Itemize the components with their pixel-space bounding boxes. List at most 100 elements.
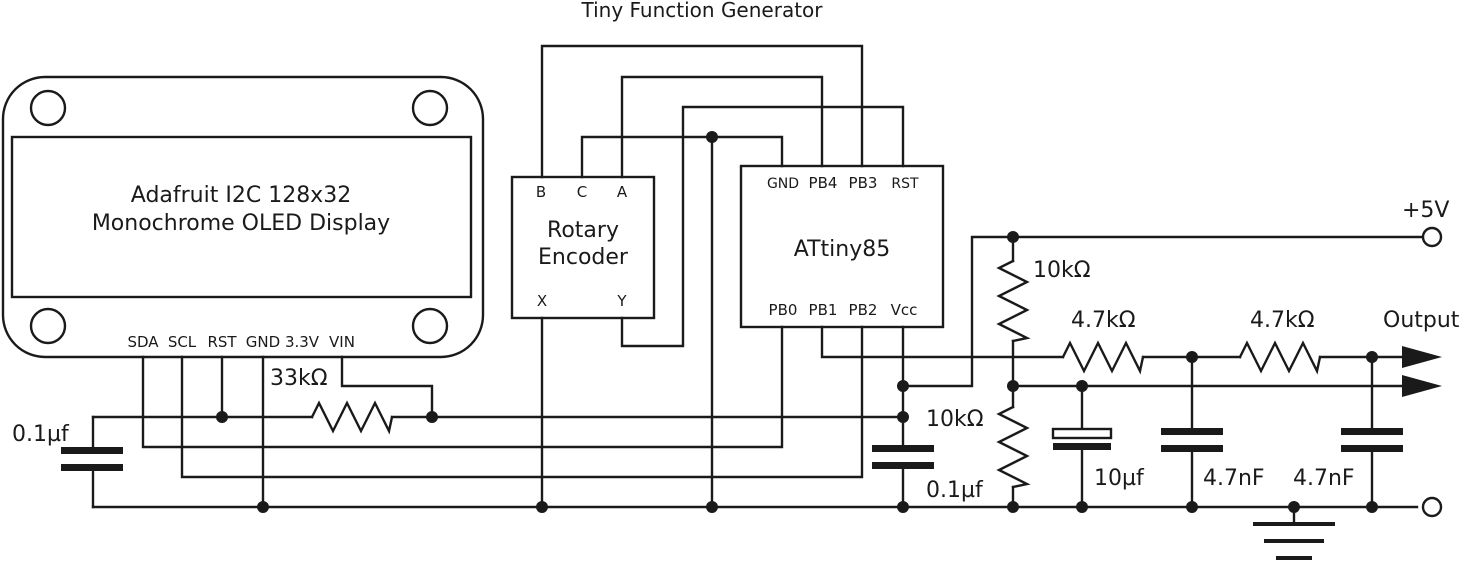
encoder-label-line2: Encoder <box>538 245 629 270</box>
junction-dot <box>1186 351 1198 363</box>
junction-dot <box>1076 380 1088 392</box>
label-c-left: 0.1µf <box>12 422 70 447</box>
capacitor-left <box>61 447 123 471</box>
attiny85-chip: GND PB4 PB3 RST ATtiny85 PB0 PB1 PB2 Vcc <box>739 164 945 329</box>
encoder-pin-b: B <box>536 183 546 201</box>
attiny85-body <box>739 164 945 329</box>
label-r-4k7-2: 4.7kΩ <box>1250 308 1315 333</box>
cap-c1-plate-1 <box>1161 428 1223 435</box>
mcu-pin-rst: RST <box>891 176 919 192</box>
label-c-mcu: 0.1µf <box>926 478 984 503</box>
cap-left-plate-1 <box>61 447 123 454</box>
oled-pin-sda: SDA <box>127 333 159 351</box>
junctions <box>216 131 1378 513</box>
wire-oled-vin <box>340 355 434 419</box>
cap-c2-plate-1 <box>1341 428 1403 435</box>
junction-dot <box>897 380 909 392</box>
oled-module: Adafruit I2C 128x32 Monochrome OLED Disp… <box>1 75 485 359</box>
junction-dot <box>706 131 718 143</box>
oled-label-line2: Monochrome OLED Display <box>92 211 390 236</box>
mcu-pin-pb4: PB4 <box>809 174 838 192</box>
label-r-33k: 33kΩ <box>270 366 328 391</box>
cap-elec-plate-pos <box>1051 427 1113 440</box>
encoder-pin-c: C <box>577 183 587 201</box>
oled-pin-rst: RST <box>207 333 237 351</box>
capacitor-4n7-2 <box>1341 428 1403 452</box>
oled-screen <box>10 135 473 299</box>
wire-encC-gnd <box>580 135 784 179</box>
ground-bar-2 <box>1264 539 1324 543</box>
encoder-label-line1: Rotary <box>547 218 619 243</box>
cap-mcu-plate-1 <box>872 445 934 452</box>
label-r-10k-bottom: 10kΩ <box>926 407 984 432</box>
ground-symbol <box>1253 522 1335 560</box>
output-arrow-bias <box>1402 375 1442 397</box>
junction-dot <box>706 501 718 513</box>
resistor-4k7-2 <box>1238 340 1322 375</box>
cap-mcu-plate-2 <box>872 462 934 469</box>
cap-left-plate-2 <box>61 464 123 471</box>
terminal-ground <box>1421 496 1443 518</box>
cap-c1-plate-2 <box>1161 445 1223 452</box>
encoder-pin-a: A <box>617 183 628 201</box>
ground-bar-1 <box>1253 522 1335 526</box>
oled-mount-hole-tl <box>29 89 67 127</box>
wire-rst-encY <box>620 105 905 348</box>
wire-encB-pb3 <box>540 44 864 179</box>
wire-5v <box>901 235 1424 388</box>
junction-dot <box>897 411 909 423</box>
junction-dot <box>216 411 228 423</box>
oled-pin-3v3: 3.3V <box>285 333 320 351</box>
label-terminal-5v: +5V <box>1402 198 1449 223</box>
resistor-10k-top <box>996 259 1031 343</box>
mcu-pin-gnd: GND <box>767 176 799 192</box>
oled-mount-hole-tr <box>411 89 449 127</box>
label-c-electrolytic: 10µf <box>1094 466 1145 491</box>
junction-dot <box>1007 231 1019 243</box>
oled-pin-vin: VIN <box>329 333 355 351</box>
junction-dot <box>1186 501 1198 513</box>
junction-dot <box>1366 501 1378 513</box>
capacitor-4n7-1 <box>1161 428 1223 452</box>
junction-dot <box>426 411 438 423</box>
resistor-4k7-1 <box>1061 340 1145 375</box>
output-arrow-signal <box>1402 346 1442 368</box>
label-r-4k7-1: 4.7kΩ <box>1071 308 1136 333</box>
mcu-pin-pb0: PB0 <box>769 301 798 319</box>
junction-dot <box>1007 501 1019 513</box>
wire-sda-pb0 <box>141 325 784 449</box>
terminal-5v <box>1421 226 1443 248</box>
oled-label-line1: Adafruit I2C 128x32 <box>131 183 351 208</box>
capacitor-mcu <box>872 445 934 469</box>
junction-dot <box>1076 501 1088 513</box>
wire-pb1-filter <box>820 325 1065 359</box>
resistor-33k <box>310 400 394 435</box>
rotary-encoder: B C A Rotary Encoder X Y <box>510 175 656 320</box>
cap-c2-plate-2 <box>1341 445 1403 452</box>
mcu-pin-pb1: PB1 <box>809 301 838 319</box>
oled-pin-gnd: GND <box>246 333 280 351</box>
label-r-10k-top: 10kΩ <box>1033 258 1091 283</box>
mcu-pin-pb3: PB3 <box>849 174 878 192</box>
label-c-4n7-1: 4.7nF <box>1203 466 1265 491</box>
junction-dot <box>897 501 909 513</box>
label-c-4n7-2: 4.7nF <box>1293 466 1355 491</box>
junction-dot <box>1007 380 1019 392</box>
junction-dot <box>536 501 548 513</box>
oled-mount-hole-br <box>411 307 449 345</box>
wire-encA-pb4 <box>620 75 824 179</box>
oled-pin-scl: SCL <box>168 333 197 351</box>
ground-bar-3 <box>1276 556 1312 560</box>
encoder-pin-x: X <box>537 292 547 310</box>
diagram-title: Tiny Function Generator <box>580 0 823 22</box>
label-terminal-output: Output <box>1383 308 1460 333</box>
encoder-pin-y: Y <box>616 292 627 310</box>
junction-dot <box>257 501 269 513</box>
mcu-pin-vcc: Vcc <box>891 301 918 319</box>
junction-dot <box>1288 501 1300 513</box>
mcu-pin-pb2: PB2 <box>849 301 878 319</box>
mcu-name: ATtiny85 <box>794 237 890 262</box>
oled-mount-hole-bl <box>29 307 67 345</box>
cap-elec-plate-neg <box>1053 443 1111 450</box>
